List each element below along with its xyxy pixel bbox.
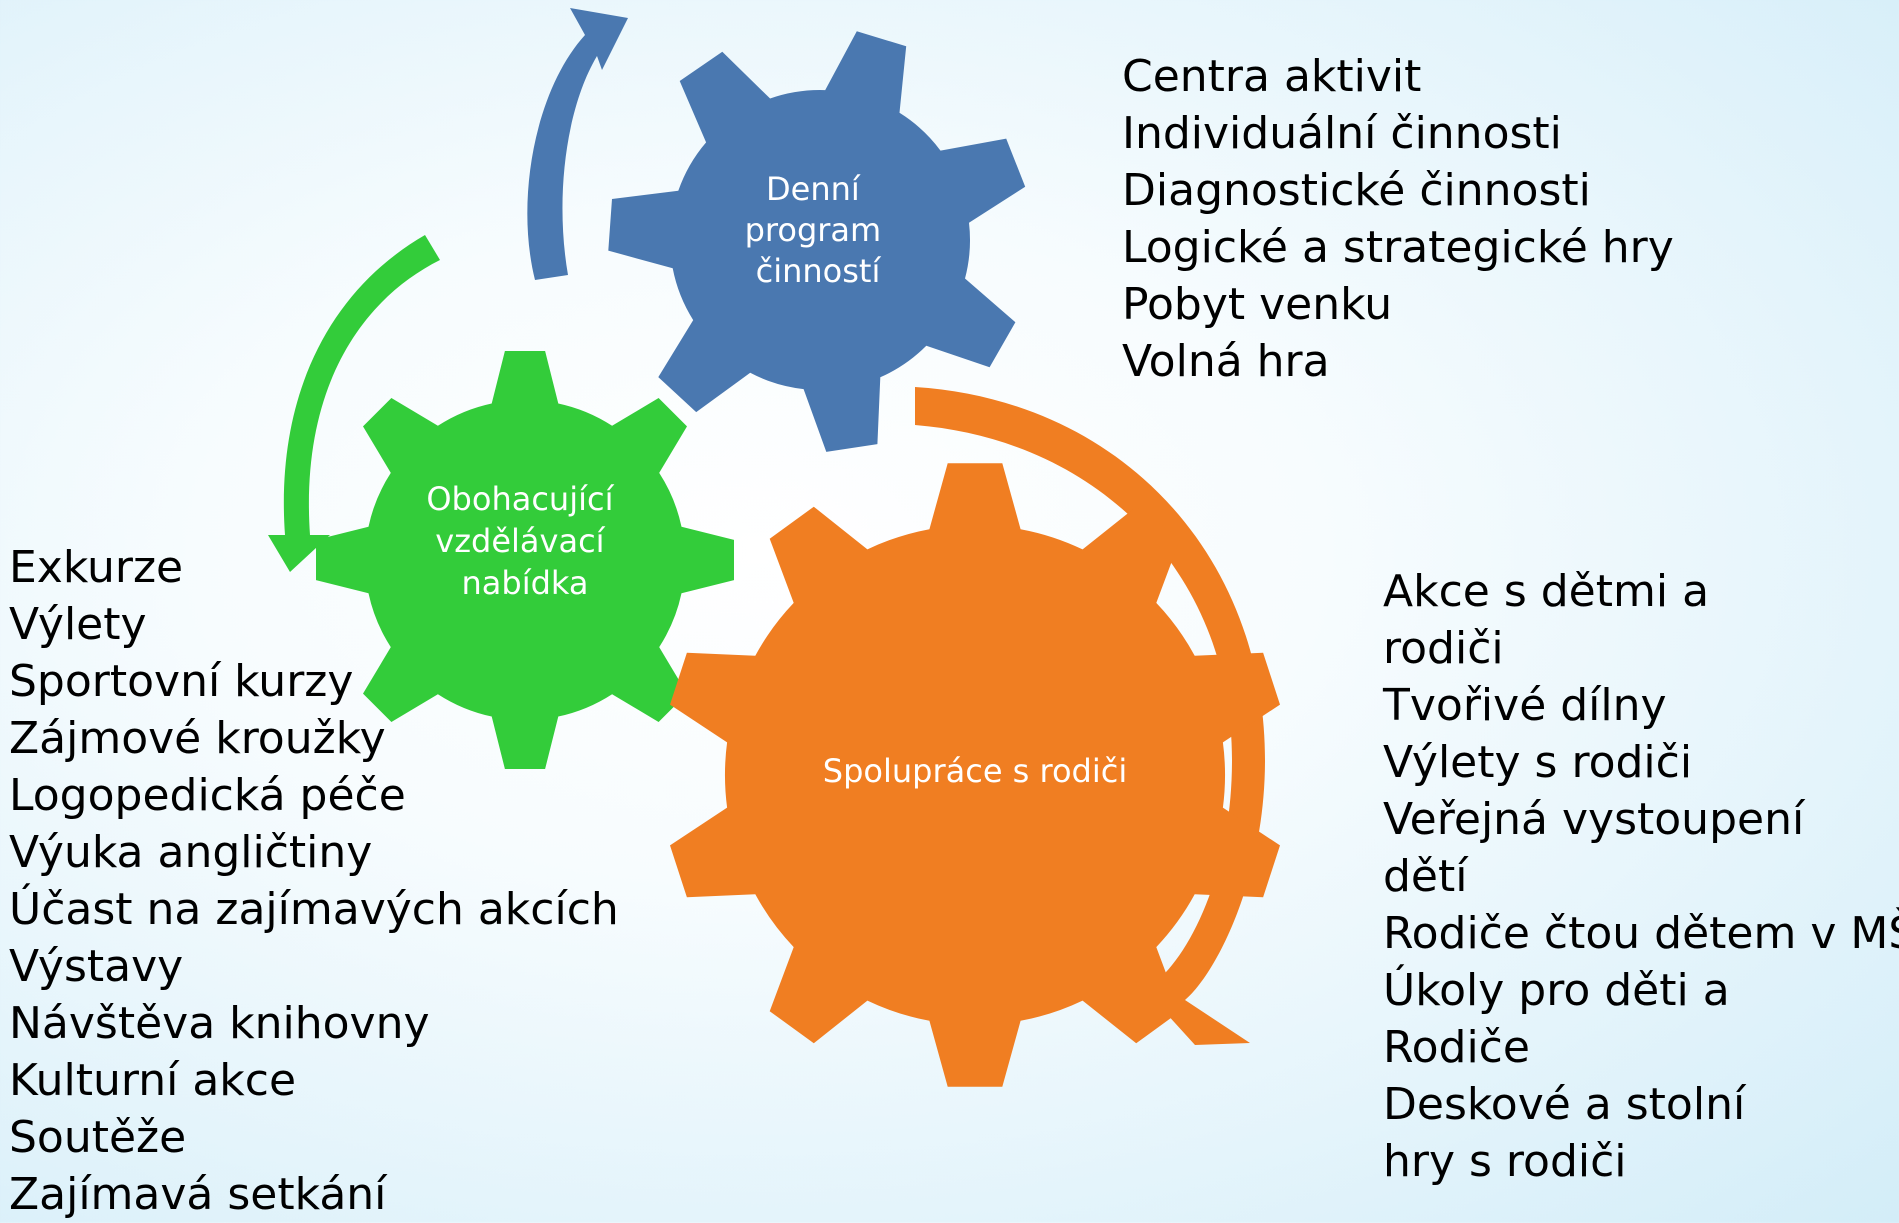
list-item: Tvořivé dílny <box>1383 680 1667 731</box>
enrichment-offer-list: Exkurze Výlety Sportovní kurzy Zájmové k… <box>9 539 619 1223</box>
daily-program-activities-list: Centra aktivit Individuální činnosti Dia… <box>1122 48 1674 390</box>
orange-gear-label: Spolupráce s rodiči <box>823 752 1127 790</box>
green-gear-label-line: nabídka <box>462 564 589 602</box>
orange-gear <box>670 463 1280 1087</box>
blue-gear <box>608 31 1026 452</box>
list-item: Zájmové kroužky <box>9 713 386 764</box>
list-item: Individuální činnosti <box>1122 108 1562 159</box>
blue-gear-label: Denní program činností <box>745 170 892 290</box>
list-item: Pobyt venku <box>1122 279 1393 330</box>
list-item: Logické a strategické hry <box>1122 222 1674 273</box>
list-item: Rodiče čtou dětem v MŠ <box>1383 908 1899 959</box>
blue-gear-label-line: program <box>745 211 882 249</box>
list-item: Výlety s rodiči <box>1383 737 1693 788</box>
list-item: hry s rodiči <box>1383 1136 1627 1187</box>
parent-cooperation-list: Akce s dětmi a rodiči Tvořivé dílny Výle… <box>1383 563 1899 1190</box>
green-gear <box>316 351 734 769</box>
list-item: Soutěže <box>9 1112 187 1163</box>
list-item: Účast na zajímavých akcích <box>9 884 619 935</box>
green-gear-label-line: vzdělávací <box>435 522 605 560</box>
list-item: Úkoly pro děti a <box>1383 965 1730 1016</box>
blue-gear-label-line: Denní <box>766 170 861 208</box>
list-item: dětí <box>1383 851 1468 902</box>
list-item: Volná hra <box>1122 336 1330 387</box>
list-item: Logopedická péče <box>9 770 406 821</box>
list-item: Veřejná vystoupení <box>1383 794 1805 845</box>
orange-arrow <box>915 387 1265 1045</box>
green-gear-label-line: Obohacující <box>426 480 614 518</box>
list-item: Výstavy <box>9 941 184 992</box>
list-item: rodiči <box>1383 623 1504 674</box>
list-item: Deskové a stolní <box>1383 1079 1746 1130</box>
green-arrow <box>268 235 440 572</box>
orange-gear-label-line: Spolupráce s rodiči <box>823 752 1127 790</box>
list-item: Výlety <box>9 599 147 650</box>
list-item: Akce s dětmi a <box>1383 566 1710 617</box>
blue-gear-label-line: činností <box>756 252 882 290</box>
green-gear-label: Obohacující vzdělávací nabídka <box>426 480 623 602</box>
list-item: Diagnostické činnosti <box>1122 165 1591 216</box>
list-item: Centra aktivit <box>1122 51 1422 102</box>
list-item: Výuka angličtiny <box>9 827 373 878</box>
list-item: Zajímavá setkání <box>9 1169 387 1220</box>
list-item: Exkurze <box>9 542 184 593</box>
list-item: Návštěva knihovny <box>9 998 430 1049</box>
list-item: Sportovní kurzy <box>9 656 354 707</box>
list-item: Kulturní akce <box>9 1055 297 1106</box>
list-item: Rodiče <box>1383 1022 1530 1073</box>
blue-arrow <box>527 8 628 280</box>
